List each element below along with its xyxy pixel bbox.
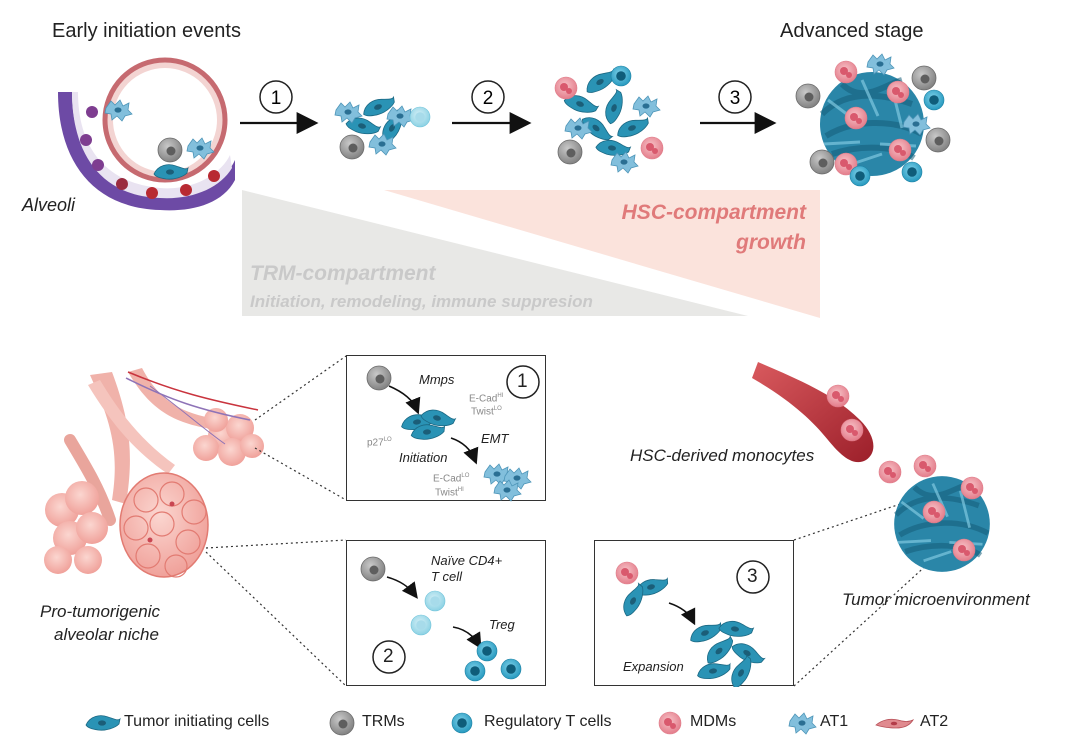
step-number-3: 3 [730,88,741,109]
cluster-initiation [334,93,431,160]
blood-vessel [752,362,937,484]
box2-art [360,556,522,682]
alveoli-illustration [58,57,235,211]
box1-ecad-lo: E-CadLO [433,473,470,485]
legend-label-trm: TRMs [362,713,405,730]
lung-lobe-right [119,472,209,578]
box-initiation: 1 Mmps E-CadHI TwistLO p27LO EMT Initiat… [346,355,546,502]
hsc-monocytes-label: HSC-derived monocytes [630,446,815,465]
box2-naive-line2: T cell [431,569,463,584]
trm-compartment-title: TRM-compartment [250,262,436,285]
hsc-compartment-line2: growth [736,231,806,254]
niche-label-line2: alveolar niche [54,625,159,644]
legend-tumor-cell-icon [85,715,121,731]
box1-twist-hi: TwistHI [435,487,464,499]
step-circle-3 [718,80,752,114]
trm-compartment-triangle [242,190,748,316]
box3-expansion: Expansion [623,659,684,674]
lung-lobe-left [44,481,108,574]
hsc-compartment-label: HSC-compartment growth [560,198,806,258]
trm-compartment-subtitle: Initiation, remodeling, immune suppresio… [250,292,593,311]
legend-label-treg: Regulatory T cells [484,713,612,730]
legend: Tumor initiating cells TRMs Regulatory T… [0,703,1080,743]
box2-number: 2 [383,646,394,667]
legend-trm-icon [329,710,355,736]
box1-initiation: Initiation [399,450,448,465]
box1-twist-lo: TwistLO [471,406,502,418]
niche-label-line1: Pro-tumorigenic [40,602,160,621]
box3-art [615,560,770,687]
tumor-microenvironment-mass [894,476,990,572]
legend-at2-icon [875,718,914,729]
step-number-1: 1 [271,88,282,109]
legend-treg-icon [451,712,473,734]
step-number-2: 2 [483,88,494,109]
legend-at1-icon [788,712,817,735]
legend-label-mdm: MDMs [690,713,737,730]
title-advanced-stage: Advanced stage [780,20,924,42]
box1-step-circle [506,365,540,399]
legend-label-tumor: Tumor initiating cells [124,713,270,730]
box1-art [366,365,540,502]
tumor-microenvironment-label: Tumor microenvironment [842,590,1030,609]
dotted-connectors [205,355,931,687]
box1-mmps: Mmps [419,372,455,387]
step-circle-1 [259,80,293,114]
cluster-expansion [554,65,664,174]
lung-illustration [44,368,264,578]
advanced-tumor [795,53,951,187]
box1-emt: EMT [481,431,509,446]
alveoli-label: Alveoli [22,195,76,215]
box1-p27: p27LO [367,437,392,449]
hsc-compartment-triangle [384,190,820,318]
box3-step-circle [736,560,770,594]
box1-ecad-hi: E-CadHI [469,393,504,405]
hsc-compartment-line1: HSC-compartment [621,201,806,224]
legend-label-at2: AT2 [920,713,949,730]
legend-mdm-icon [658,711,682,735]
box3-number: 3 [747,566,758,587]
box-immune-suppression: 2 Naïve CD4+ T cell Treg [346,540,546,686]
box2-naive-line1: Naïve CD4+ [431,553,503,568]
box1-number: 1 [517,371,528,392]
legend-label-at1: AT1 [820,713,849,730]
box2-step-circle [372,640,406,674]
step-circle-2 [471,80,505,114]
box2-treg: Treg [489,617,515,632]
title-early-initiation: Early initiation events [52,20,241,42]
box-expansion: 3 Expansion [594,540,794,687]
